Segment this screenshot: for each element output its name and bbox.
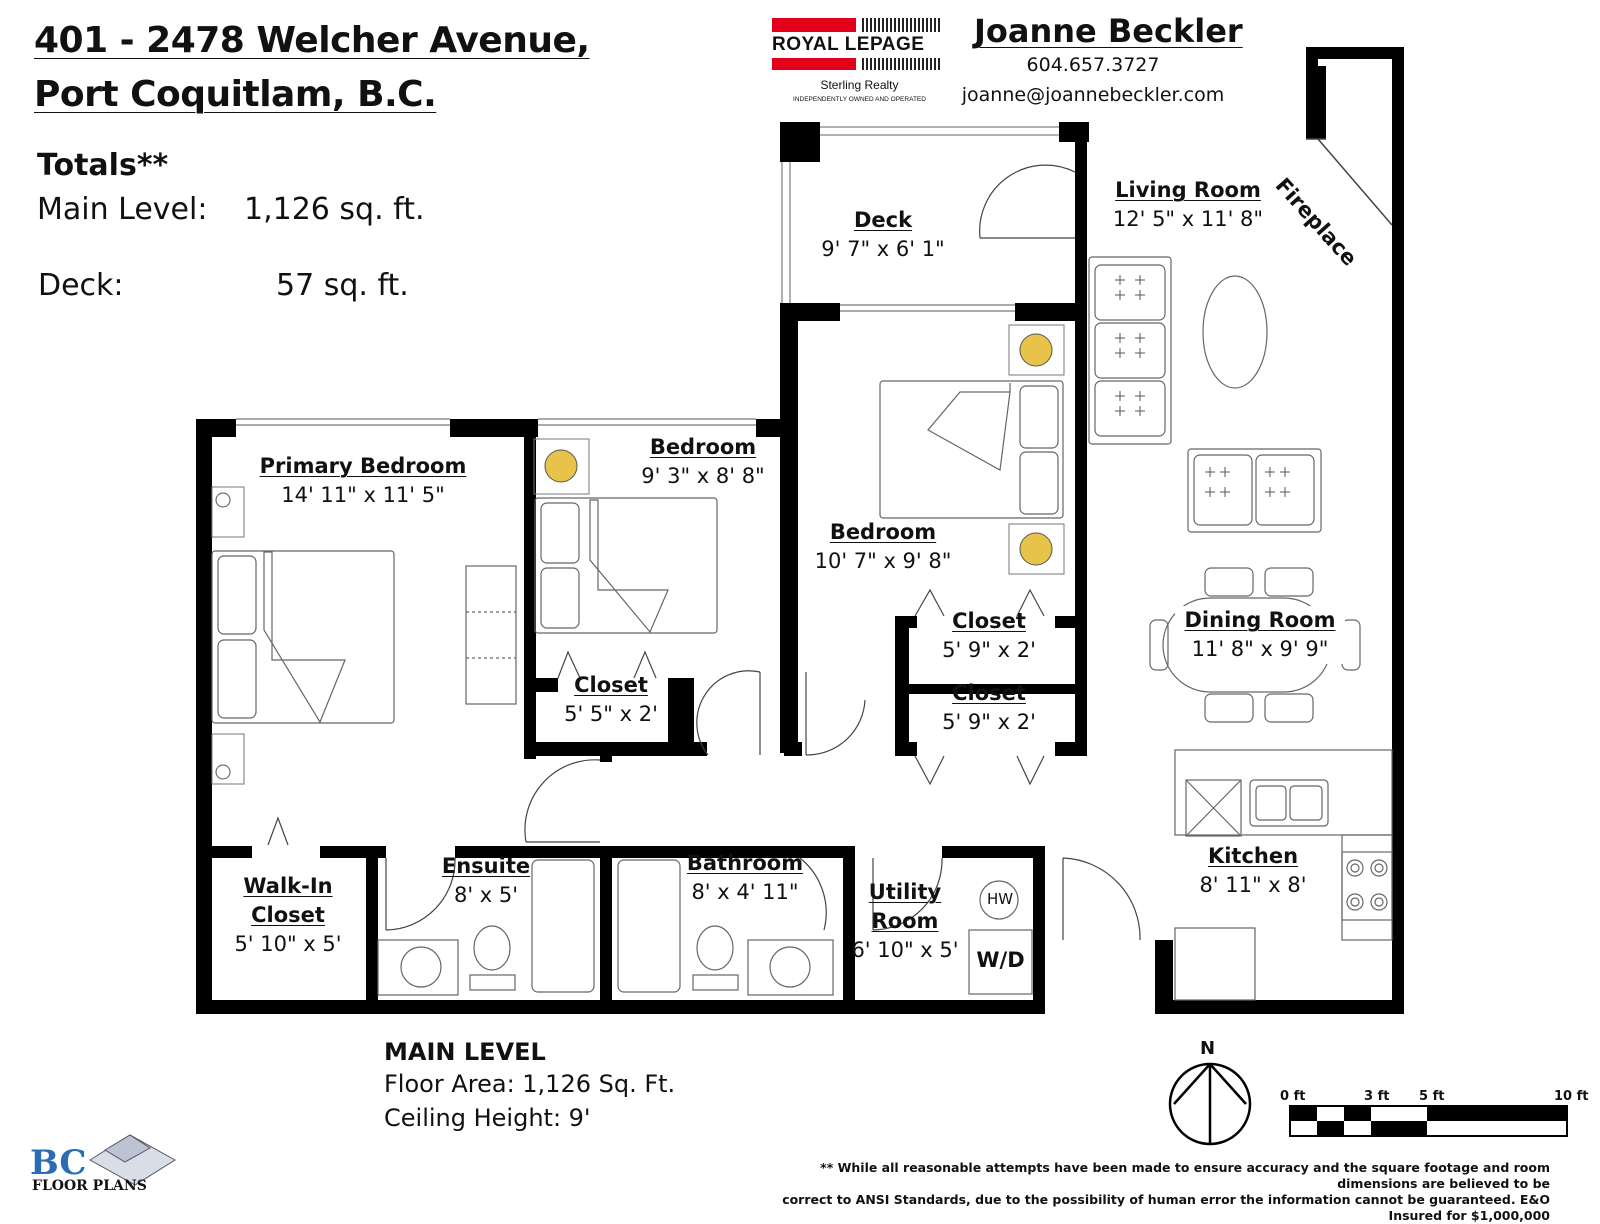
disclaimer: ** While all reasonable attempts have be… bbox=[750, 1160, 1550, 1224]
room-closet-b: Closet 5' 9" x 2' bbox=[924, 679, 1054, 737]
bedroom3-name: Bedroom bbox=[829, 520, 937, 544]
living-room-dim: 12' 5" x 11' 8" bbox=[1112, 207, 1264, 231]
utility-name-2: Room bbox=[871, 909, 939, 933]
bc-logo-graphic bbox=[89, 1134, 176, 1186]
windows bbox=[236, 304, 1015, 426]
walls bbox=[196, 47, 1404, 1014]
disclaimer-line-1: ** While all reasonable attempts have be… bbox=[820, 1160, 1550, 1191]
bc-logo-text: FLOOR PLANS bbox=[32, 1178, 147, 1194]
scale-bar bbox=[1289, 1105, 1568, 1137]
kitchen-dim: 8' 11" x 8' bbox=[1199, 873, 1307, 897]
closet-a-name: Closet bbox=[952, 609, 1026, 633]
fireplace bbox=[1306, 138, 1393, 226]
room-deck: Deck 9' 7" x 6' 1" bbox=[818, 206, 948, 264]
walkin-dim: 5' 10" x 5' bbox=[234, 932, 342, 956]
beds bbox=[211, 380, 1064, 724]
nightstands bbox=[211, 324, 1065, 785]
living-furniture bbox=[1088, 256, 1322, 533]
bedroom2-name: Bedroom bbox=[649, 435, 757, 459]
scale-label-5: 5 ft bbox=[1419, 1089, 1445, 1104]
bathroom-dim: 8' x 4' 11" bbox=[691, 880, 799, 904]
room-primary: Primary Bedroom 14' 11" x 11' 5" bbox=[258, 452, 468, 510]
ensuite-name: Ensuite bbox=[441, 854, 531, 878]
deck-post bbox=[780, 122, 820, 162]
bedroom2-dim: 9' 3" x 8' 8" bbox=[641, 464, 765, 488]
royal-lepage-logo: ROYAL LEPAGE Sterling Realty INDEPENDENT… bbox=[772, 18, 947, 108]
main-level-area: Floor Area: 1,126 Sq. Ft. bbox=[384, 1070, 676, 1098]
primary-dim: 14' 11" x 11' 5" bbox=[281, 483, 445, 507]
door-swings bbox=[267, 164, 1141, 941]
ensuite-dim: 8' x 5' bbox=[453, 883, 519, 907]
deck-label: Deck: bbox=[38, 268, 124, 303]
walkin-name-1: Walk-In bbox=[243, 874, 333, 898]
compass-drawing bbox=[1168, 1062, 1252, 1146]
room-kitchen: Kitchen 8' 11" x 8' bbox=[1188, 842, 1318, 900]
room-ensuite: Ensuite 8' x 5' bbox=[436, 852, 536, 910]
closet-c-dim: 5' 5" x 2' bbox=[564, 702, 658, 726]
main-level-ceiling: Ceiling Height: 9' bbox=[384, 1104, 591, 1132]
room-bedroom2: Bedroom 9' 3" x 8' 8" bbox=[628, 433, 778, 491]
scale-label-10: 10 ft bbox=[1554, 1089, 1589, 1104]
room-bathroom: Bathroom 8' x 4' 11" bbox=[680, 849, 810, 907]
wd-label: W/D bbox=[976, 948, 1025, 972]
kitchen-counters bbox=[1174, 749, 1393, 1001]
deck-name: Deck bbox=[853, 208, 913, 232]
hw-label: HW bbox=[986, 890, 1014, 908]
agent-name: Joanne Beckler bbox=[974, 12, 1243, 50]
deck-value: 57 sq. ft. bbox=[276, 268, 409, 303]
utility-dim: 6' 10" x 5' bbox=[851, 938, 959, 962]
bedroom3-dim: 10' 7" x 9' 8" bbox=[814, 549, 952, 573]
main-level-label: Main Level: bbox=[37, 192, 208, 227]
room-closet-c: Closet 5' 5" x 2' bbox=[546, 671, 676, 729]
floor-plan-drawing bbox=[89, 47, 1568, 1186]
closet-b-name: Closet bbox=[952, 681, 1026, 705]
brand-name: ROYAL LEPAGE bbox=[772, 34, 925, 55]
primary-name: Primary Bedroom bbox=[259, 454, 467, 478]
kitchen-name: Kitchen bbox=[1207, 844, 1299, 868]
address-line-1: 401 - 2478 Welcher Avenue, bbox=[34, 20, 590, 61]
dining-name: Dining Room bbox=[1184, 608, 1336, 632]
totals-heading: Totals** bbox=[37, 148, 169, 183]
walkin-name-2: Closet bbox=[251, 903, 325, 927]
closet-c-name: Closet bbox=[574, 673, 648, 697]
disclaimer-line-2: correct to ANSI Standards, due to the po… bbox=[782, 1192, 1550, 1223]
room-closet-a: Closet 5' 9" x 2' bbox=[924, 607, 1054, 665]
room-bedroom3: Bedroom 10' 7" x 9' 8" bbox=[808, 518, 958, 576]
utility-name-1: Utility bbox=[868, 880, 942, 904]
compass-north: N bbox=[1200, 1038, 1216, 1059]
agent-email: joanne@joannebeckler.com bbox=[961, 84, 1225, 106]
bath-fixtures bbox=[377, 859, 1033, 996]
brand-sub: Sterling Realty bbox=[820, 78, 899, 92]
closet-b-dim: 5' 9" x 2' bbox=[942, 710, 1036, 734]
dining-dim: 11' 8" x 9' 9" bbox=[1191, 637, 1329, 661]
agent-phone: 604.657.3727 bbox=[1026, 54, 1160, 76]
main-level-value: 1,126 sq. ft. bbox=[244, 192, 425, 227]
room-utility: Utility Room 6' 10" x 5' bbox=[850, 878, 960, 965]
room-dining: Dining Room 11' 8" x 9' 9" bbox=[1175, 606, 1345, 664]
brand-tagline: INDEPENDENTLY OWNED AND OPERATED bbox=[793, 96, 926, 103]
scale-label-3: 3 ft bbox=[1364, 1089, 1390, 1104]
address-line-2: Port Coquitlam, B.C. bbox=[34, 74, 437, 115]
bc-logo-letters: BC bbox=[30, 1143, 87, 1183]
room-living: Living Room 12' 5" x 11' 8" bbox=[1108, 176, 1268, 234]
main-level-title: MAIN LEVEL bbox=[384, 1038, 546, 1066]
room-walkin: Walk-In Closet 5' 10" x 5' bbox=[218, 872, 358, 959]
living-room-name: Living Room bbox=[1115, 178, 1261, 202]
bathroom-name: Bathroom bbox=[686, 851, 804, 875]
closet-a-dim: 5' 9" x 2' bbox=[942, 638, 1036, 662]
scale-label-0: 0 ft bbox=[1280, 1089, 1306, 1104]
deck-dim: 9' 7" x 6' 1" bbox=[821, 237, 945, 261]
